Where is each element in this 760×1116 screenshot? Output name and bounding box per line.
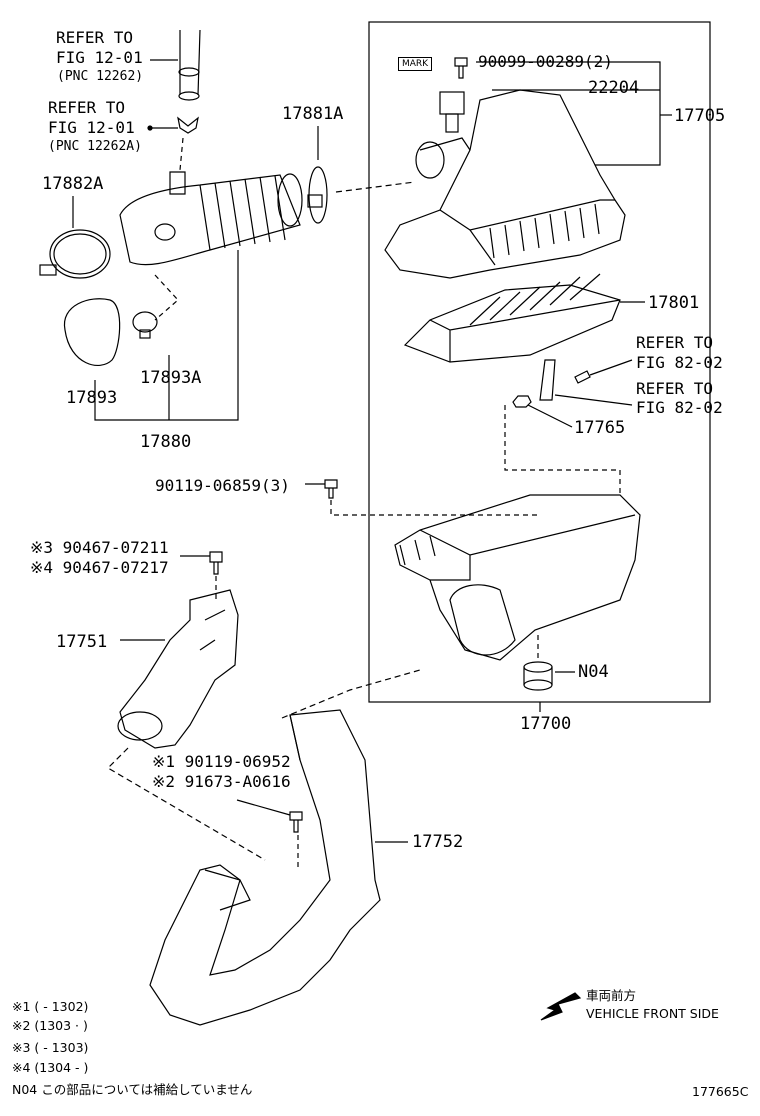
note-line: ※4 (1304 - ) — [12, 1060, 89, 1075]
label-part-number: 17752 — [412, 832, 464, 852]
label-part-number: ※4 90467-07217 — [30, 558, 169, 577]
label-part-number: 17751 — [56, 632, 108, 652]
bolt-90119-06952 — [289, 811, 303, 833]
label-part-number: 90099-00289(2) — [478, 52, 613, 71]
label-refer-to: REFER TO — [636, 379, 714, 398]
label-part-number: 17705 — [674, 106, 726, 126]
air-filter-17801 — [403, 273, 621, 363]
figure-code: 177665C — [692, 1084, 749, 1099]
upper-case-17705 — [384, 89, 626, 279]
label-part-number: 17882A — [42, 174, 104, 194]
label-front-jp: 車両前方 — [586, 988, 637, 1003]
label-refer-to: REFER TO — [56, 28, 134, 47]
note-line: N04 この部品については補給していません — [12, 1082, 253, 1097]
label-part-number: 17700 — [520, 714, 572, 734]
clamp-17881A — [307, 166, 328, 224]
clip-icon — [177, 116, 199, 134]
label-pnc: (PNC 12262) — [57, 69, 144, 84]
bolt-90119-06859 — [324, 479, 338, 499]
note-line: ※2 (1303 · ) — [12, 1018, 88, 1033]
label-part-number: 22204 — [588, 78, 640, 98]
grommet-N04 — [523, 661, 553, 691]
label-refer-to: REFER TO — [636, 333, 714, 352]
label-front-en: VEHICLE FRONT SIDE — [586, 1006, 719, 1021]
label-refer-to: REFER TO — [48, 98, 126, 117]
note-line: ※1 ( - 1302) — [12, 999, 89, 1014]
label-fig-ref: FIG 12-01 — [48, 118, 135, 137]
label-part-number: ※3 90467-07211 — [30, 538, 169, 557]
mark-box: MARK — [398, 57, 433, 71]
label-part-number: N04 — [578, 662, 609, 682]
label-part-number: 17880 — [140, 432, 192, 452]
duct-17751 — [117, 589, 239, 749]
label-fig-ref: FIG 82-02 — [636, 353, 723, 372]
lower-case — [394, 494, 641, 661]
label-part-number: 90119-06859(3) — [155, 476, 290, 495]
label-part-number: 17893A — [140, 368, 202, 388]
clamp-17882A — [39, 229, 111, 279]
bracket-17765 — [539, 359, 556, 401]
label-pnc: (PNC 12262A) — [48, 139, 142, 154]
label-part-number: 17893 — [66, 388, 118, 408]
bolt-bracket — [574, 370, 591, 384]
label-part-number: 17801 — [648, 293, 700, 313]
top-pipe — [178, 29, 201, 101]
intake-hose-17880 — [119, 171, 303, 266]
duct-17752 — [149, 709, 381, 1026]
label-part-number: 17881A — [282, 104, 344, 124]
note-line: ※3 ( - 1303) — [12, 1040, 89, 1055]
bolt-90099 — [454, 57, 468, 79]
label-fig-ref: FIG 12-01 — [56, 48, 143, 67]
front-arrow-icon — [540, 992, 582, 1021]
bolt-90467 — [209, 551, 223, 575]
label-part-number: 17765 — [574, 418, 626, 438]
label-part-number: ※2 91673-A0616 — [152, 772, 291, 791]
label-fig-ref: FIG 82-02 — [636, 398, 723, 417]
label-part-number: ※1 90119-06952 — [152, 752, 291, 771]
nut-17765 — [512, 395, 532, 408]
plug-17893 — [63, 298, 121, 367]
clamp-17893A — [132, 311, 158, 339]
